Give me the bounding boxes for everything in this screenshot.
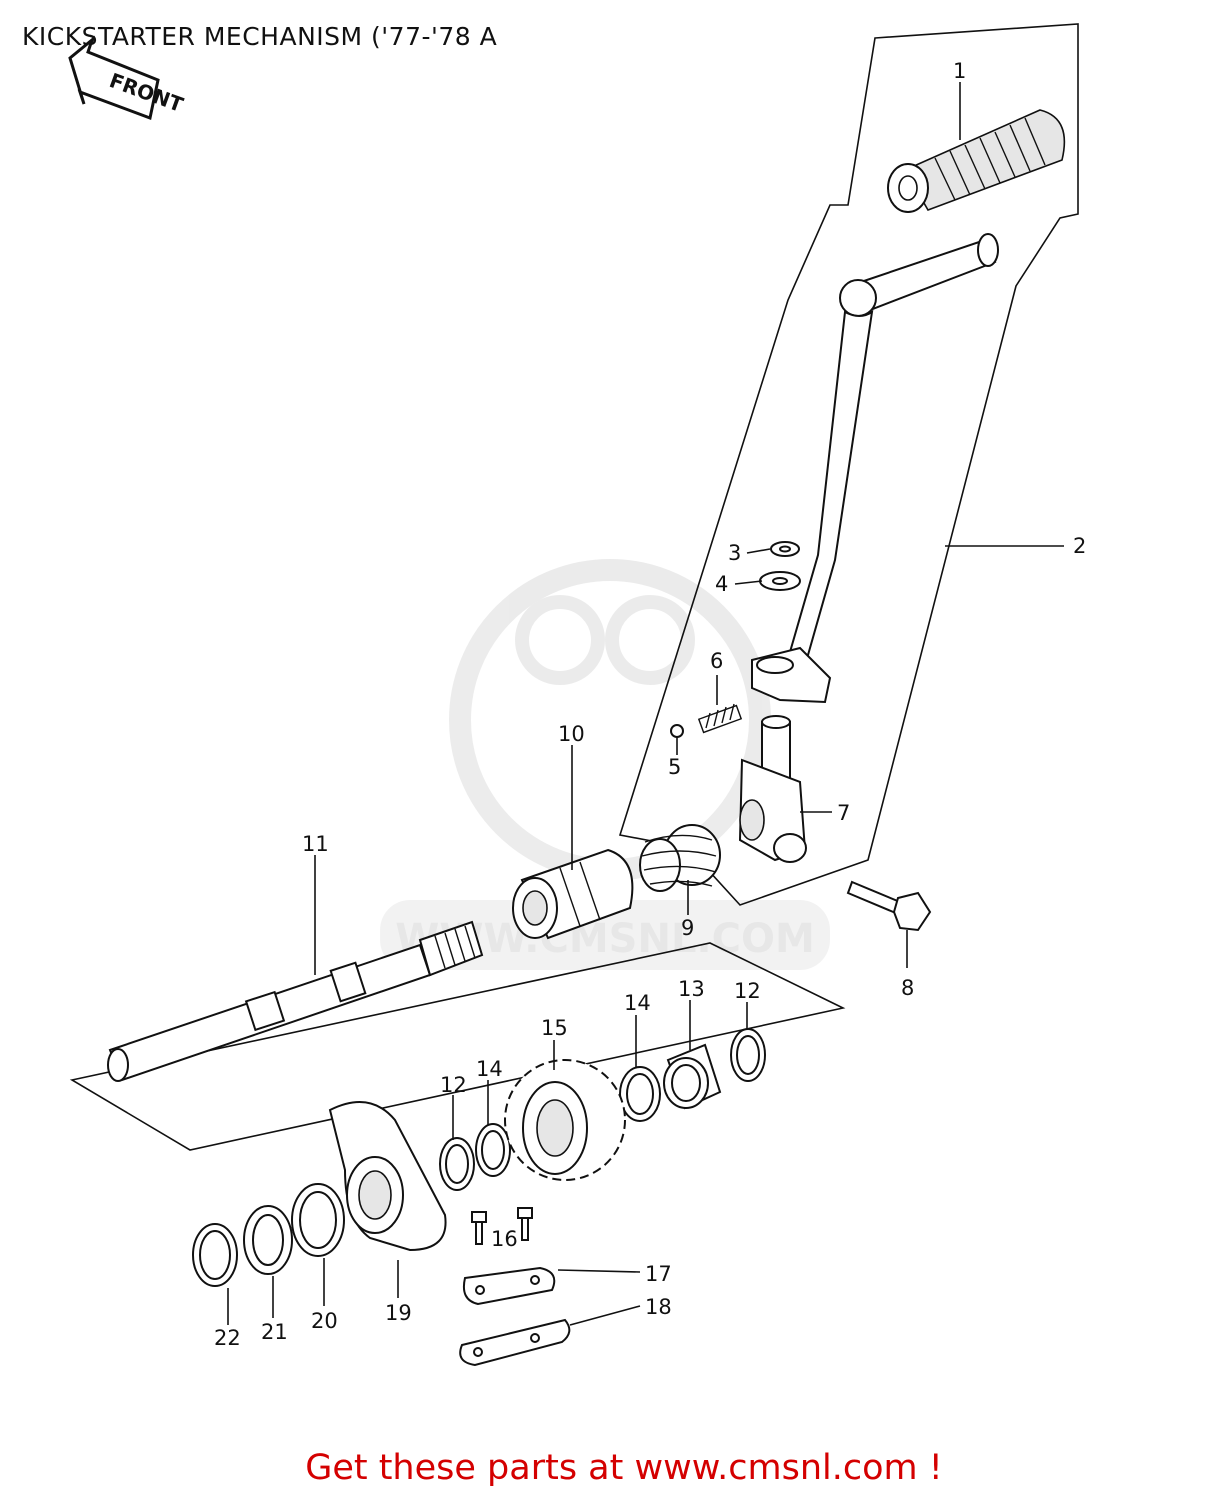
front-arrow-badge: FRONT bbox=[68, 35, 187, 121]
screw-part-16 bbox=[471, 1207, 533, 1245]
kick-shaft-part-11 bbox=[107, 920, 484, 1082]
footer-text: Get these parts at www.cmsnl.com ! bbox=[305, 1448, 943, 1488]
callout-16: 16 bbox=[491, 1227, 518, 1251]
callout-10: 10 bbox=[558, 722, 585, 746]
shaft-group-outline bbox=[69, 942, 846, 1151]
lever-group-outline bbox=[618, 23, 1079, 906]
callout-3: 3 bbox=[728, 541, 741, 565]
spring-guide-part-10 bbox=[512, 848, 634, 940]
callout-4: 4 bbox=[715, 572, 728, 596]
callout-22: 22 bbox=[214, 1326, 241, 1350]
callout-9: 9 bbox=[681, 916, 694, 940]
callout-14-left: 14 bbox=[476, 1057, 503, 1081]
callout-15: 15 bbox=[541, 1016, 568, 1040]
callout-11: 11 bbox=[302, 832, 329, 856]
kick-pedal-lever bbox=[751, 233, 999, 704]
callout-8: 8 bbox=[901, 976, 914, 1000]
callout-20: 20 bbox=[311, 1309, 338, 1333]
callout-1: 1 bbox=[953, 59, 966, 83]
ratchet-part-19 bbox=[328, 1101, 447, 1252]
callout-17: 17 bbox=[645, 1262, 672, 1286]
callout-7: 7 bbox=[837, 801, 850, 825]
callout-6: 6 bbox=[710, 649, 723, 673]
kick-pedal-rubber bbox=[887, 109, 1066, 213]
steel-ball-part-5 bbox=[670, 724, 684, 738]
callout-2: 2 bbox=[1073, 534, 1086, 558]
spring-part-6 bbox=[697, 703, 743, 734]
callout-18: 18 bbox=[645, 1295, 672, 1319]
plate-part-18 bbox=[459, 1318, 571, 1367]
collar-part-13 bbox=[663, 1043, 722, 1110]
callout-12-left: 12 bbox=[440, 1073, 467, 1097]
leader-lines bbox=[227, 82, 1064, 1326]
kick-gear-part-15 bbox=[504, 1059, 626, 1181]
callout-21: 21 bbox=[261, 1320, 288, 1344]
callout-14-right: 14 bbox=[624, 991, 651, 1015]
part-callouts: 1 2 3 4 5 6 7 8 9 10 11 12 13 14 15 12 1… bbox=[214, 59, 1086, 1350]
callout-5: 5 bbox=[668, 755, 681, 779]
callout-12-right: 12 bbox=[734, 979, 761, 1003]
callout-19: 19 bbox=[385, 1301, 412, 1325]
callout-13: 13 bbox=[678, 977, 705, 1001]
return-spring-part-9 bbox=[639, 824, 721, 892]
footer-link[interactable]: Get these parts at www.cmsnl.com ! bbox=[0, 1448, 1208, 1488]
diagram-title: KICKSTARTER MECHANISM ('77-'78 A bbox=[22, 22, 498, 51]
kick-shaft-clamp-part-7 bbox=[738, 715, 807, 863]
bolt-part-8 bbox=[846, 880, 932, 932]
